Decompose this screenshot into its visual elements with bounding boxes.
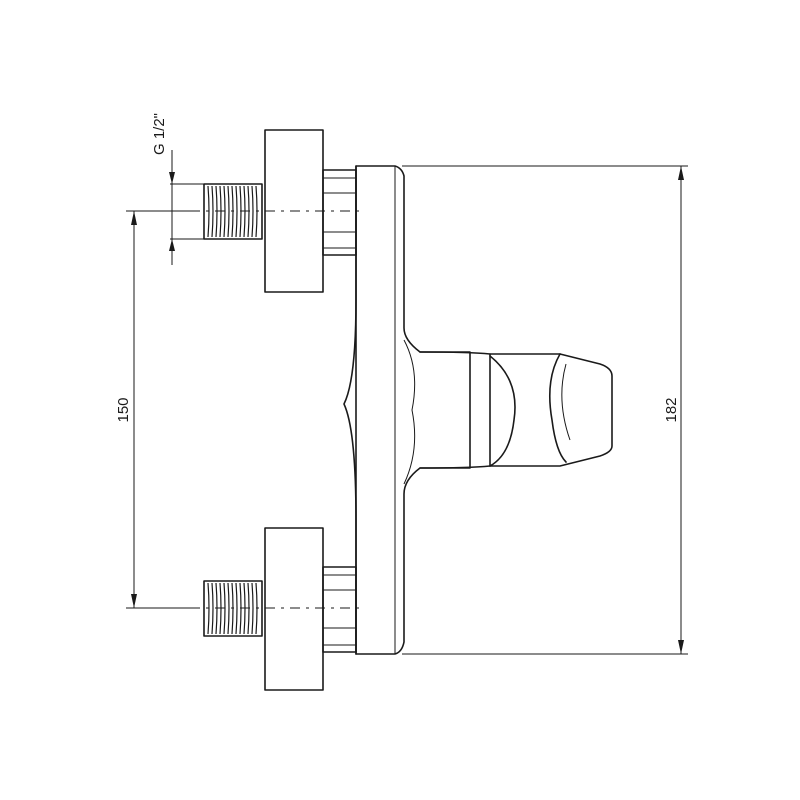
thread-line (251, 185, 254, 238)
thread-line (227, 582, 230, 635)
total-height-label: 182 (663, 397, 680, 422)
thread-line (235, 582, 238, 635)
bottom-wall-flange (264, 527, 324, 691)
thread-line (251, 582, 254, 635)
thread-line (227, 185, 230, 238)
bottom-hex-nut (322, 566, 357, 653)
center-distance-label: 150 (115, 397, 132, 422)
thread-line (211, 185, 214, 238)
mixer-body (343, 165, 471, 655)
total-height-dimension: 182 (402, 165, 688, 655)
thread-line (211, 582, 214, 635)
thread-line (235, 185, 238, 238)
lever-handle (419, 351, 613, 469)
thread-spec-dimension: G 1/2" (151, 113, 204, 265)
center-distance-dimension: 150 (115, 210, 200, 609)
top-hex-nut (322, 169, 357, 256)
thread-spec-label: G 1/2" (151, 113, 168, 155)
